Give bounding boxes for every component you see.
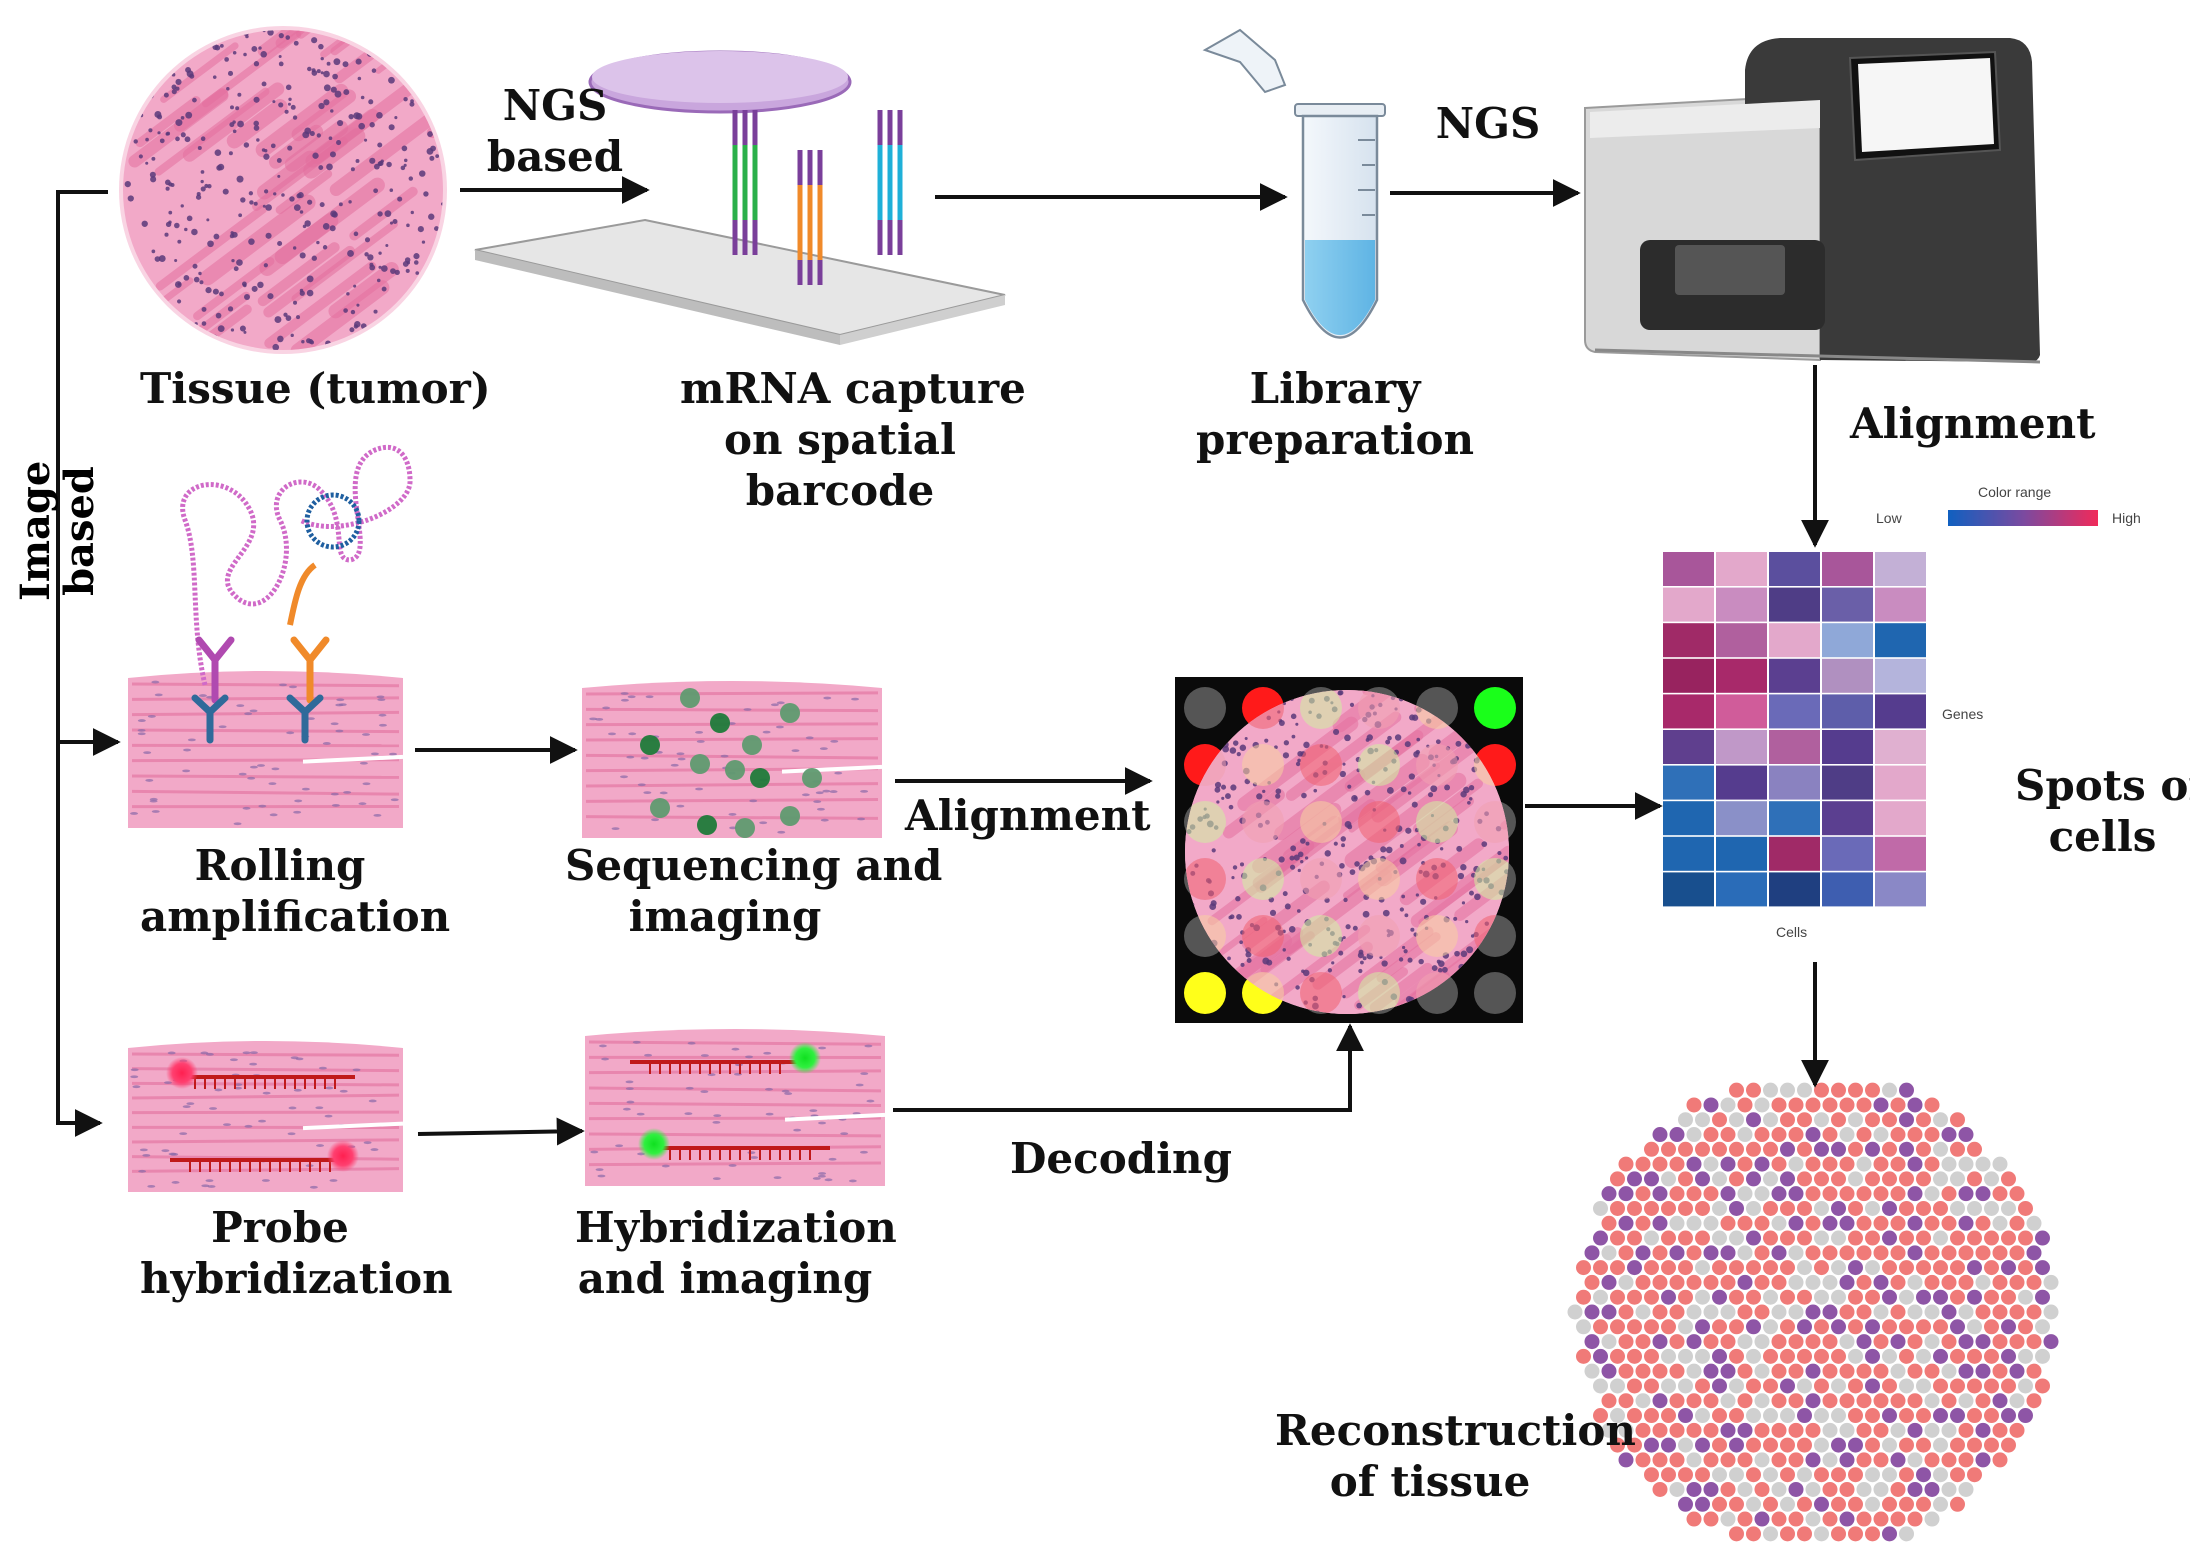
alignment-mid-label: Alignment	[905, 791, 1151, 840]
gene-expression-heatmap	[1663, 510, 2098, 907]
decoding-label: Decoding	[1010, 1134, 1232, 1183]
aligned-image-illustration	[1175, 677, 1523, 1023]
heatmap-genes-label: Genes	[1942, 706, 1984, 722]
mrna-capture-illustration	[474, 50, 1006, 345]
ngs-sequencer-illustration	[1584, 38, 2041, 364]
reconstruction-spots	[1567, 1082, 2059, 1542]
rolling-amplification-illustration	[128, 444, 413, 828]
heatmap-cells-label: Cells	[1776, 924, 1808, 940]
spots-or-cells-label: Spots orcells	[2015, 761, 2190, 862]
ngs-label: NGS	[1435, 99, 1541, 148]
alignment-top-label: Alignment	[1850, 399, 2096, 448]
hybridization-imaging-illustration	[585, 1029, 886, 1186]
color-range-low: Low	[1876, 510, 1902, 526]
probe-hybridization-illustration	[128, 1041, 404, 1192]
color-range-high: High	[2112, 510, 2141, 526]
color-range-title: Color range	[1978, 484, 2052, 500]
color-range-bar	[1948, 510, 2098, 526]
sequencing-imaging-illustration	[582, 681, 883, 838]
library-tube-illustration	[1202, 28, 1386, 339]
connector-arrows	[56, 176, 1829, 1146]
tissue-tumor-illustration	[119, 26, 447, 354]
tissue-tumor-label: Tissue (tumor)	[140, 364, 491, 413]
